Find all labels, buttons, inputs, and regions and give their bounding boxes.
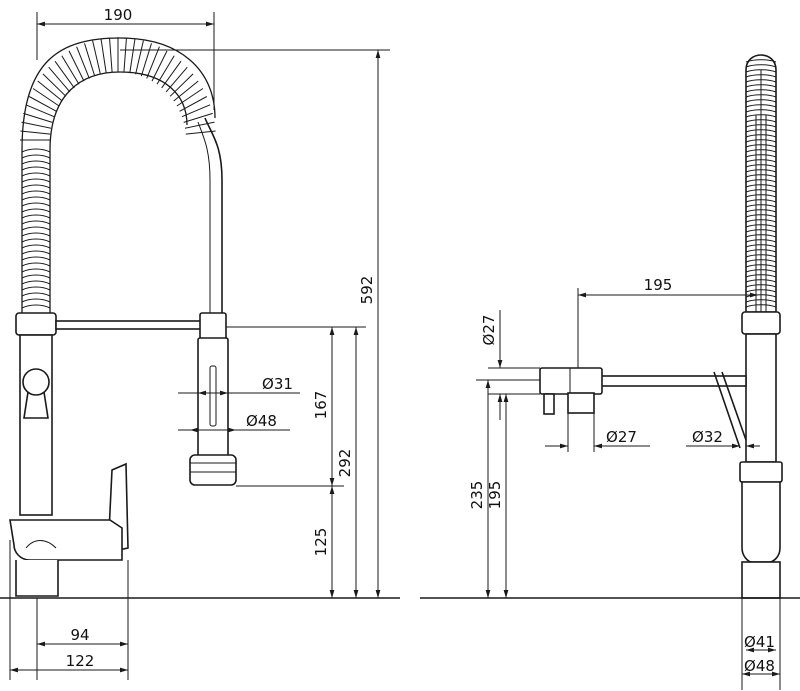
side-base-body	[741, 481, 781, 563]
spray-head-collar	[199, 312, 227, 340]
dim-dia-top: Ø27	[480, 315, 498, 346]
dim-base-width: 94	[70, 626, 89, 644]
spray-head	[197, 337, 229, 459]
dim-height-235: 235	[468, 481, 486, 510]
dim-dia-base-48: Ø48	[744, 657, 775, 675]
spout-rod	[204, 117, 223, 316]
side-lever-collar	[739, 461, 783, 483]
dim-dia-spring: Ø32	[692, 428, 723, 446]
spring-coils	[20, 37, 216, 309]
spout-rod-inner	[197, 121, 211, 316]
front-dimensions: 190 592 292 167 125 Ø31 Ø48 94	[9, 6, 390, 680]
side-dimensions: 195 Ø27 235 195 Ø27 Ø32 Ø41 Ø48	[468, 276, 781, 690]
dim-reach: 195	[644, 276, 673, 294]
base-block	[9, 519, 123, 561]
spray-head-button	[209, 365, 217, 427]
dim-height-base: 125	[312, 528, 330, 557]
side-diag-rod	[713, 371, 741, 449]
dim-total-depth: 122	[66, 652, 95, 670]
dim-width-top: 190	[104, 6, 133, 24]
horizontal-arm	[55, 320, 203, 330]
main-column	[19, 334, 53, 516]
pivot-knob	[22, 368, 50, 396]
side-collar	[741, 311, 781, 335]
dim-height-inlet: 292	[336, 449, 354, 478]
upper-collar	[15, 312, 57, 336]
dim-height-total: 592	[358, 276, 376, 305]
dim-dia-outlet: Ø27	[606, 428, 637, 446]
spring-hose-inner	[49, 71, 188, 315]
side-base-foot	[741, 561, 781, 599]
base-foot	[15, 560, 59, 597]
dim-height-spout: 167	[312, 391, 330, 420]
dim-height-195: 195	[486, 481, 504, 510]
dim-dia-base-41: Ø41	[744, 633, 775, 651]
spray-nozzle	[189, 454, 237, 486]
side-spray-outlet	[567, 392, 595, 414]
dim-dia-head: Ø48	[246, 412, 277, 430]
front-view	[0, 37, 400, 599]
side-view	[420, 54, 800, 599]
dim-dia-handle: Ø31	[262, 375, 293, 393]
side-spray-head	[539, 367, 603, 395]
side-column	[745, 333, 777, 463]
spring-hose-outer	[21, 37, 216, 315]
